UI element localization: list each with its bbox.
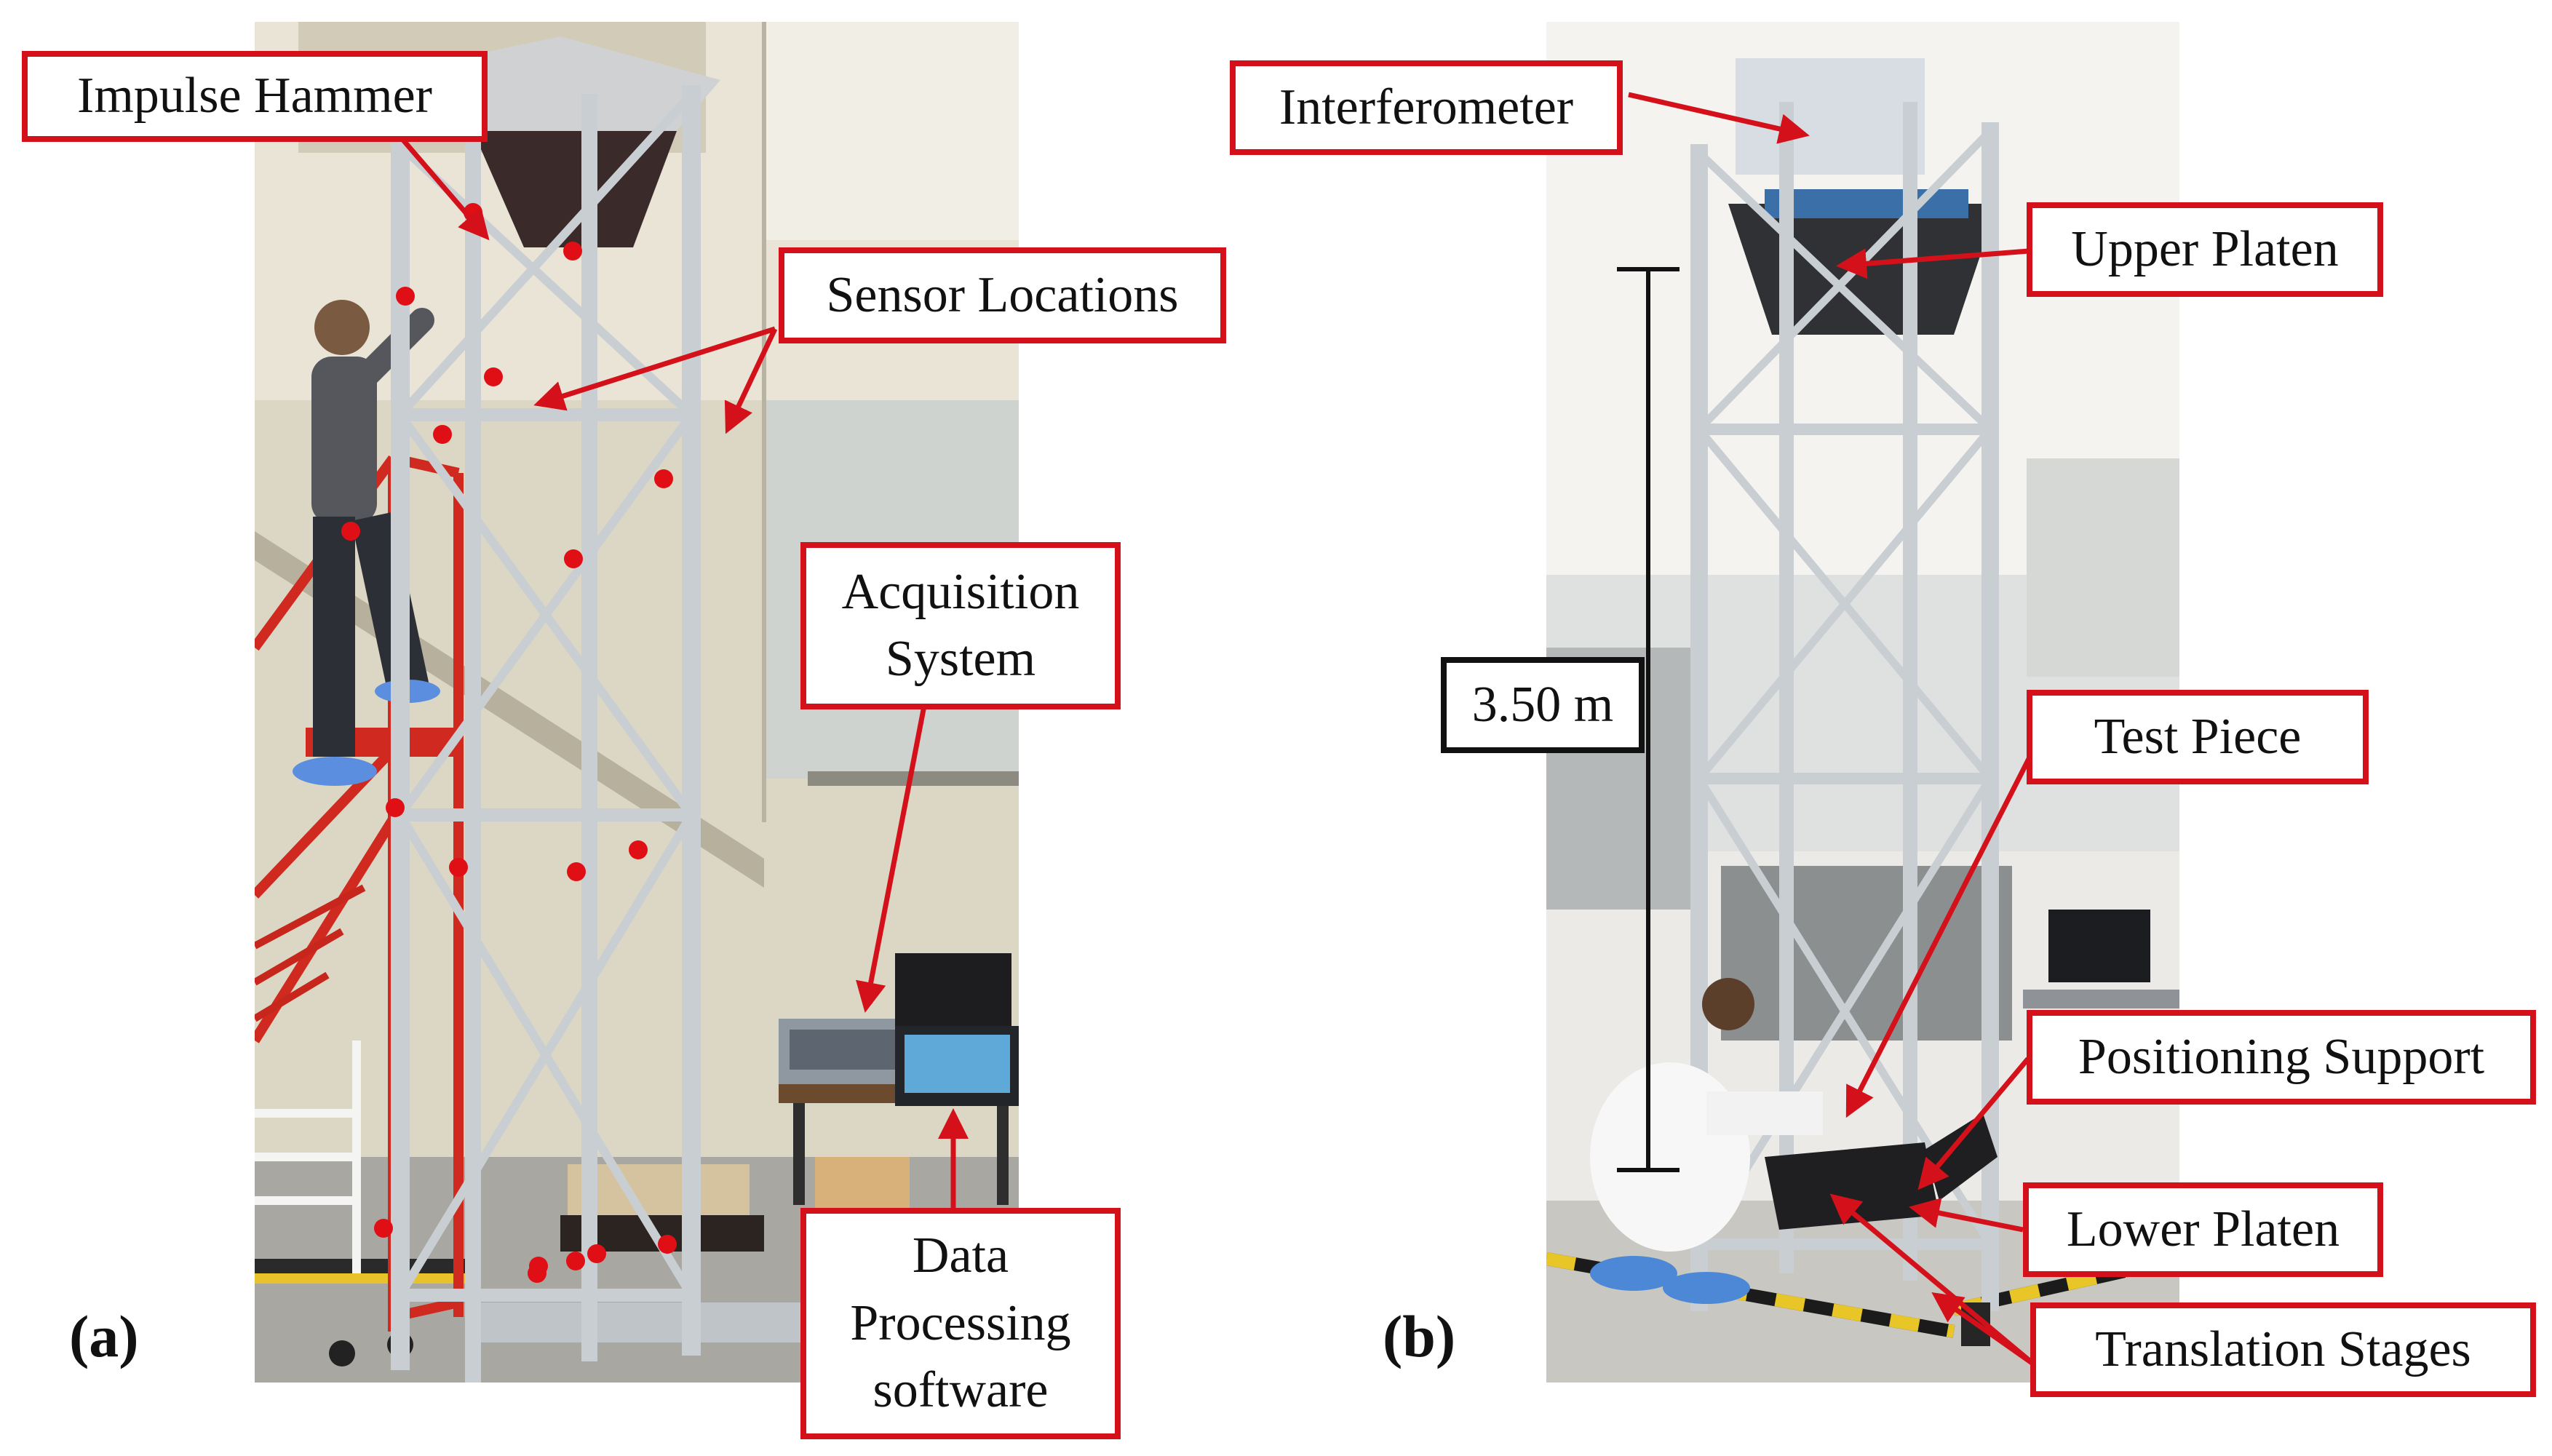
label-test-piece: Test Piece — [2027, 690, 2369, 784]
panel-label-b: (b) — [1383, 1303, 1456, 1369]
label-sensor-locations: Sensor Locations — [779, 247, 1226, 343]
label-lower-platen: Lower Platen — [2023, 1182, 2383, 1277]
label-upper-platen: Upper Platen — [2027, 202, 2383, 297]
label-translation-stages: Translation Stages — [2030, 1302, 2536, 1397]
label-height-dimension: 3.50 m — [1441, 657, 1645, 753]
label-interferometer: Interferometer — [1230, 60, 1623, 155]
label-acquisition-system: Acquisition System — [800, 542, 1121, 709]
label-data-processing-software: Data Processing software — [800, 1208, 1121, 1439]
label-impulse-hammer: Impulse Hammer — [22, 51, 488, 142]
label-positioning-support: Positioning Support — [2027, 1010, 2536, 1105]
panel-label-a: (a) — [69, 1303, 139, 1369]
